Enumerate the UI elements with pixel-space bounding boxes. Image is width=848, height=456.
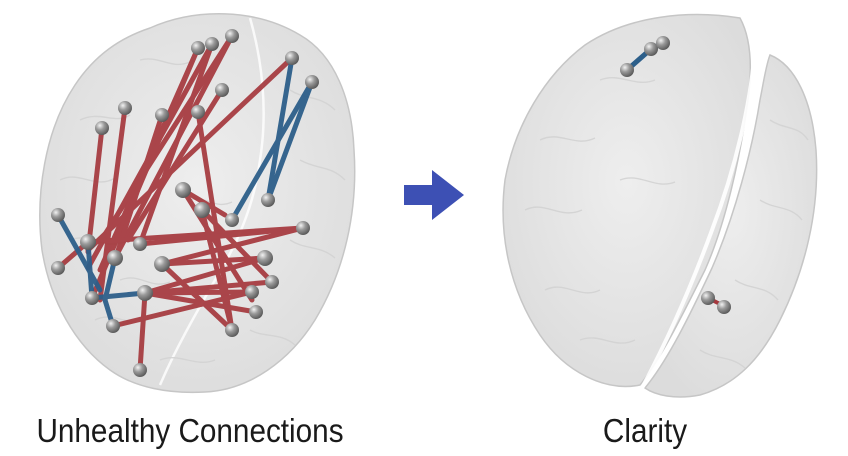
arrow-right-icon: [404, 170, 464, 220]
sphere-node-icon: [191, 105, 205, 119]
sphere-node-icon: [257, 250, 273, 266]
sphere-node-icon: [205, 37, 219, 51]
sphere-node-icon: [261, 193, 275, 207]
sphere-node-icon: [225, 29, 239, 43]
sphere-node-icon: [717, 300, 731, 314]
sphere-node-icon: [175, 182, 191, 198]
sphere-node-icon: [656, 36, 670, 50]
sphere-node-icon: [265, 275, 279, 289]
sphere-node-icon: [620, 63, 634, 77]
sphere-node-icon: [191, 41, 205, 55]
sphere-node-icon: [215, 83, 229, 97]
sphere-node-icon: [137, 285, 153, 301]
sphere-node-icon: [225, 213, 239, 227]
sphere-node-icon: [155, 108, 169, 122]
sphere-node-icon: [118, 101, 132, 115]
sphere-node-icon: [296, 221, 310, 235]
sphere-node-icon: [245, 285, 259, 299]
sphere-node-icon: [51, 208, 65, 222]
left-panel-caption: Unhealthy Connections: [36, 412, 343, 450]
sphere-node-icon: [305, 75, 319, 89]
sphere-node-icon: [133, 363, 147, 377]
sphere-node-icon: [95, 121, 109, 135]
sphere-node-icon: [154, 256, 170, 272]
sphere-node-icon: [285, 51, 299, 65]
right-brain: [503, 15, 817, 397]
right-panel-caption: Clarity: [603, 412, 687, 450]
sphere-node-icon: [80, 234, 96, 250]
sphere-node-icon: [644, 42, 658, 56]
left-brain: [40, 14, 355, 393]
sphere-node-icon: [133, 237, 147, 251]
sphere-node-icon: [85, 291, 99, 305]
sphere-node-icon: [225, 323, 239, 337]
sphere-node-icon: [701, 291, 715, 305]
sphere-node-icon: [194, 202, 210, 218]
sphere-node-icon: [107, 250, 123, 266]
sphere-node-icon: [51, 261, 65, 275]
sphere-node-icon: [249, 305, 263, 319]
sphere-node-icon: [106, 319, 120, 333]
